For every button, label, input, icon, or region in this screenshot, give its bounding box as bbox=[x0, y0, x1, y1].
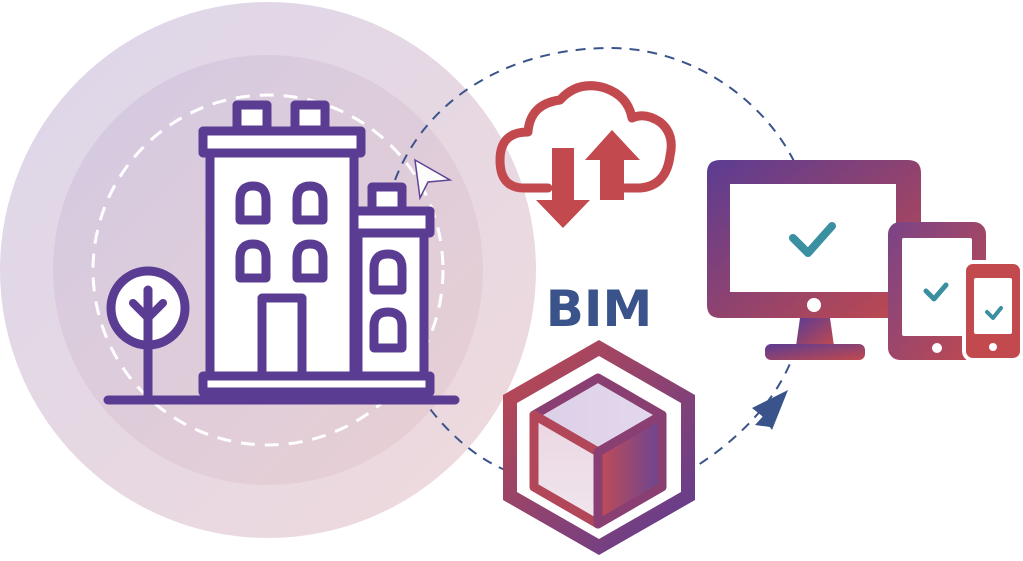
bim-label: BIM bbox=[546, 280, 652, 338]
arrowhead-icon bbox=[752, 390, 788, 430]
check-icon bbox=[985, 306, 1003, 320]
tablet-icon bbox=[888, 222, 986, 360]
smartphone-icon bbox=[962, 260, 1023, 362]
check-icon bbox=[789, 222, 836, 257]
tree-icon bbox=[106, 266, 190, 400]
desktop-monitor-icon bbox=[707, 160, 921, 360]
building-icon bbox=[198, 100, 435, 397]
arrowhead-icon bbox=[414, 158, 453, 201]
bim-cube-icon bbox=[503, 340, 695, 555]
cloud-sync-icon bbox=[495, 81, 676, 228]
check-icon bbox=[923, 282, 949, 302]
